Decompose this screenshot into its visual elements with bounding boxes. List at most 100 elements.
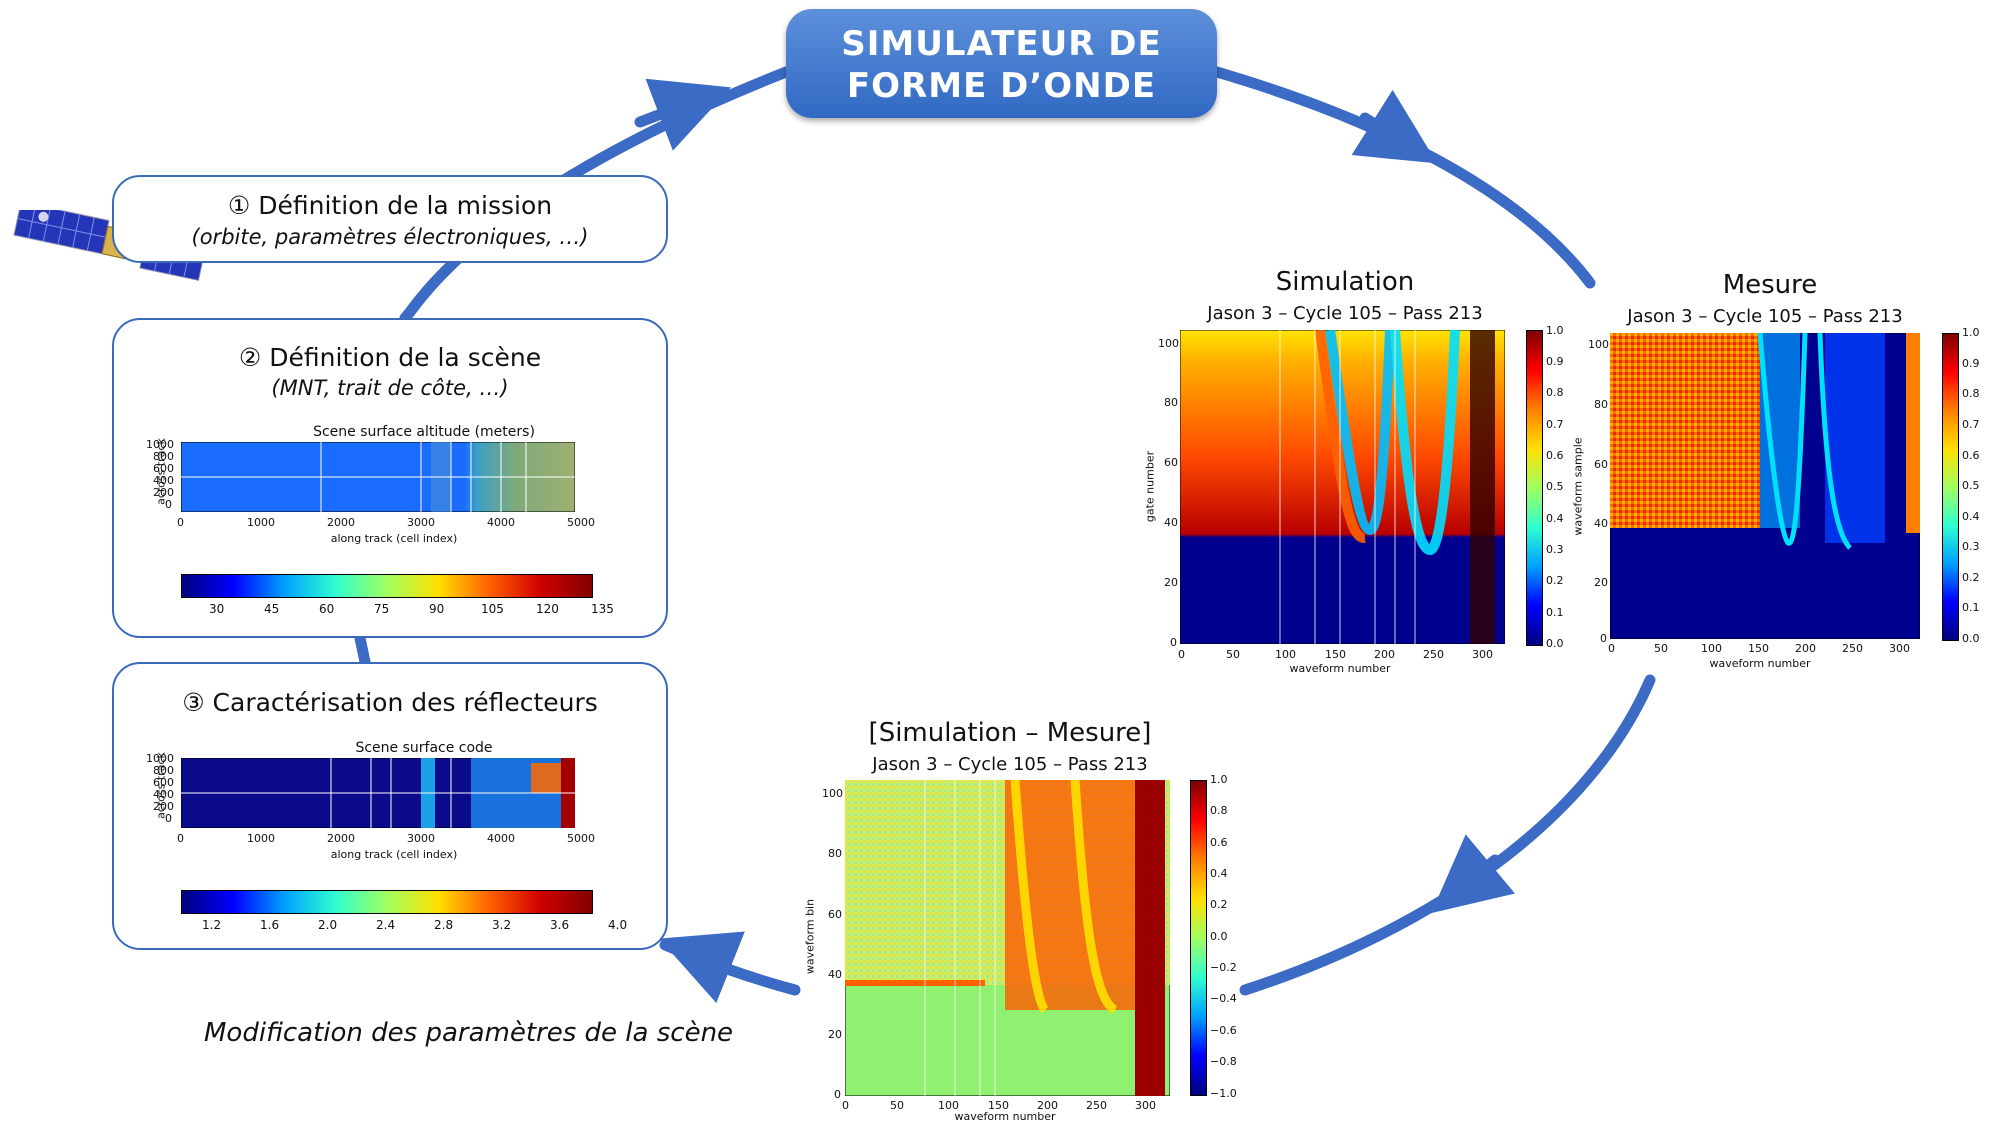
code-ytick: 1000 — [146, 752, 174, 765]
simulation-ylabel: gate number — [1143, 450, 1157, 523]
altitude-cb-tick: 60 — [319, 602, 335, 616]
code-xlabel: along track (cell index) — [330, 848, 458, 861]
step-mission-box: ① Définition de la mission (orbite, para… — [112, 175, 668, 263]
difference-xtick: 150 — [988, 1099, 1009, 1112]
simulation-cb-tick: 0.4 — [1546, 512, 1564, 525]
altitude-xtick: 5000 — [567, 516, 595, 529]
altitude-ytick: 1000 — [146, 438, 174, 451]
mesure-xtick: 300 — [1889, 642, 1910, 655]
code-ytick: 800 — [153, 764, 174, 777]
step-scene-subtitle: (MNT, trait de côte, …) — [271, 376, 509, 400]
code-figure-title: Scene surface code — [355, 740, 493, 756]
difference-ylabel: waveform bin — [803, 898, 817, 975]
mesure-cb-tick: 0.2 — [1962, 571, 1980, 584]
altitude-xtick: 3000 — [407, 516, 435, 529]
simulation-xtick: 100 — [1275, 648, 1296, 661]
code-xtick: 4000 — [487, 832, 515, 845]
simulator-header: SIMULATEUR DE FORME D’ONDE — [786, 9, 1217, 118]
arc-right-bottom — [1239, 674, 1656, 996]
difference-heatmap — [845, 780, 1170, 1096]
arrow-bottom-left — [659, 931, 745, 1004]
simulation-cb-tick: 1.0 — [1546, 324, 1564, 337]
difference-colorbar — [1190, 780, 1207, 1096]
mesure-title: Mesure — [1722, 270, 1818, 300]
altitude-xtick: 2000 — [327, 516, 355, 529]
code-cb-tick: 2.0 — [318, 918, 338, 932]
code-cb-tick: 1.6 — [260, 918, 280, 932]
mesure-xtick: 100 — [1701, 642, 1722, 655]
mesure-xlabel: waveform number — [1709, 657, 1811, 670]
altitude-cb-tick: 75 — [374, 602, 390, 616]
simulation-cb-tick: 0.9 — [1546, 355, 1564, 368]
mesure-cb-tick: 0.1 — [1962, 601, 1980, 614]
simulation-xtick: 300 — [1472, 648, 1493, 661]
difference-ytick: 20 — [828, 1028, 842, 1041]
simulation-cb-tick: 0.2 — [1546, 574, 1564, 587]
code-cb-tick: 2.8 — [434, 918, 454, 932]
arrow-top-left — [634, 78, 732, 151]
difference-xtick: 0 — [842, 1099, 849, 1112]
arrow-right-bottom — [1431, 834, 1515, 914]
difference-cb-tick: 0.2 — [1210, 898, 1228, 911]
mesure-ytick: 60 — [1594, 458, 1608, 471]
mesure-cb-tick: 0.6 — [1962, 449, 1980, 462]
code-colorbar — [181, 890, 593, 914]
step-reflectors-title: ③ Caractérisation des réflecteurs — [182, 688, 598, 717]
mesure-xtick: 200 — [1795, 642, 1816, 655]
code-cb-tick: 4.0 — [608, 918, 628, 932]
code-cb-tick: 1.2 — [202, 918, 222, 932]
mesure-xtick: 250 — [1842, 642, 1863, 655]
difference-xtick: 50 — [890, 1099, 904, 1112]
mesure-xtick: 50 — [1654, 642, 1668, 655]
simulation-ytick: 100 — [1158, 337, 1179, 350]
mesure-cb-tick: 0.7 — [1962, 418, 1980, 431]
simulation-xtick: 200 — [1374, 648, 1395, 661]
simulation-ytick: 40 — [1164, 516, 1178, 529]
simulation-ytick: 0 — [1170, 636, 1177, 649]
mesure-cb-tick: 0.0 — [1962, 632, 1980, 645]
altitude-colorbar — [181, 574, 593, 598]
code-map — [181, 758, 575, 828]
simulation-xtick: 250 — [1423, 648, 1444, 661]
simulation-cb-tick: 0.8 — [1546, 386, 1564, 399]
altitude-xlabel: along track (cell index) — [330, 532, 458, 545]
difference-ytick: 60 — [828, 908, 842, 921]
difference-subtitle: Jason 3 – Cycle 105 – Pass 213 — [872, 754, 1148, 775]
altitude-cb-tick: 30 — [209, 602, 225, 616]
code-ytick: 400 — [153, 788, 174, 801]
code-xtick: 5000 — [567, 832, 595, 845]
header-line1: SIMULATEUR DE — [841, 24, 1162, 64]
simulation-subtitle: Jason 3 – Cycle 105 – Pass 213 — [1207, 303, 1483, 324]
code-xtick: 0 — [177, 832, 184, 845]
difference-ytick: 80 — [828, 847, 842, 860]
simulation-xtick: 0 — [1178, 648, 1185, 661]
simulation-xtick: 150 — [1325, 648, 1346, 661]
mesure-cb-tick: 0.3 — [1962, 540, 1980, 553]
mesure-cb-tick: 0.9 — [1962, 357, 1980, 370]
altitude-ytick: 800 — [153, 450, 174, 463]
difference-cb-tick: −1.0 — [1210, 1087, 1237, 1100]
mesure-cb-tick: 1.0 — [1962, 326, 1980, 339]
difference-ytick: 0 — [834, 1088, 841, 1101]
altitude-cb-tick: 120 — [536, 602, 559, 616]
arc-bottom-left — [659, 939, 801, 996]
simulation-heatmap — [1180, 330, 1505, 644]
simulation-xlabel: waveform number — [1289, 662, 1391, 675]
difference-xtick: 250 — [1086, 1099, 1107, 1112]
mesure-colorbar — [1942, 333, 1959, 641]
connector-2-3 — [354, 632, 371, 668]
difference-cb-tick: 0.6 — [1210, 836, 1228, 849]
code-xtick: 1000 — [247, 832, 275, 845]
mesure-subtitle: Jason 3 – Cycle 105 – Pass 213 — [1627, 306, 1903, 327]
difference-cb-tick: −0.4 — [1210, 992, 1237, 1005]
code-xtick: 2000 — [327, 832, 355, 845]
altitude-cb-tick: 45 — [264, 602, 280, 616]
altitude-xtick: 4000 — [487, 516, 515, 529]
mesure-xtick: 0 — [1608, 642, 1615, 655]
simulation-title: Simulation — [1275, 267, 1415, 297]
step-scene-title: ② Définition de la scène — [238, 343, 542, 372]
code-cb-tick: 3.6 — [550, 918, 570, 932]
difference-cb-tick: 0.8 — [1210, 804, 1228, 817]
difference-xlabel: waveform number — [954, 1110, 1056, 1123]
difference-cb-tick: 0.0 — [1210, 930, 1228, 943]
